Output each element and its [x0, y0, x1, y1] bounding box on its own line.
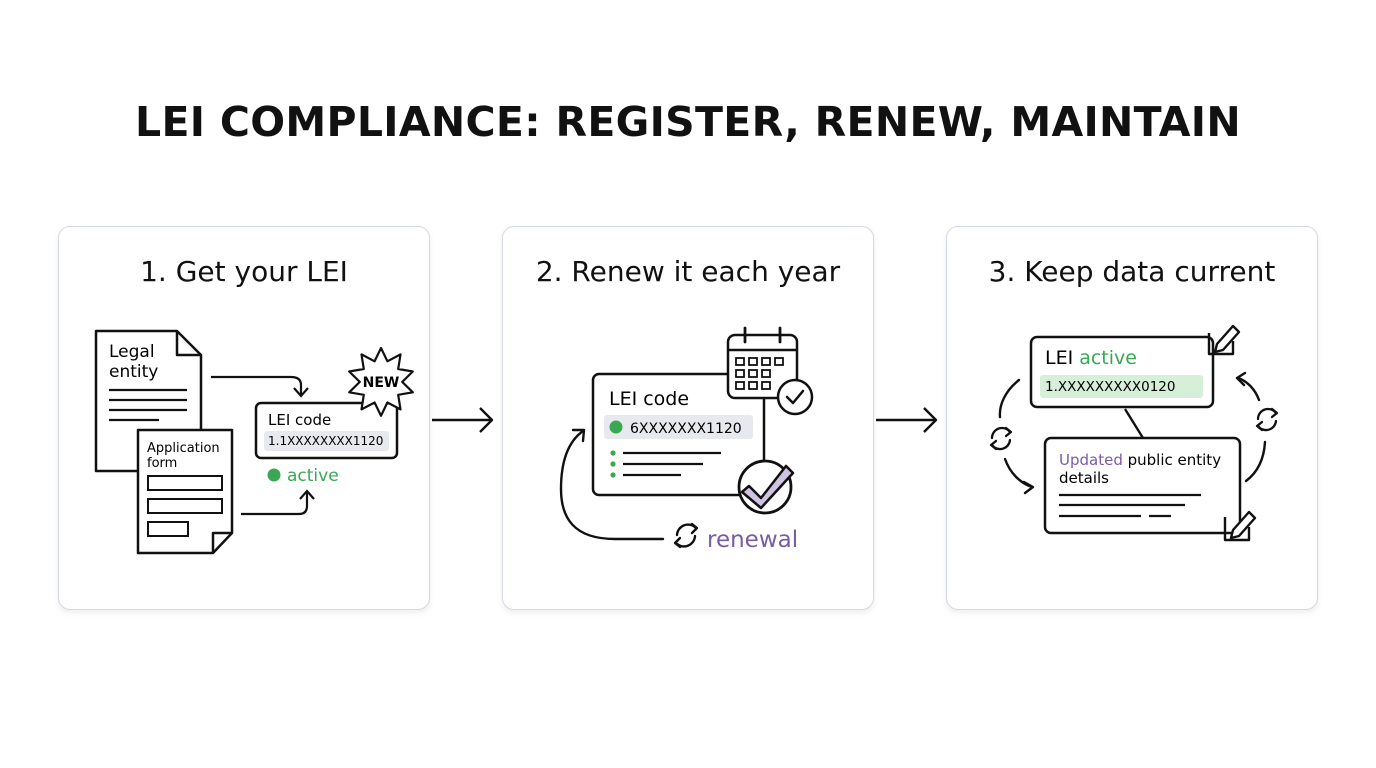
verified-check-icon: [737, 459, 795, 515]
active-status-label: active: [287, 466, 339, 486]
application-form-icon: Application form: [136, 428, 234, 555]
step-1-card: 1. Get your LEI Legal entity Application…: [58, 226, 430, 610]
page-title: LEI COMPLIANCE: REGISTER, RENEW, MAINTAI…: [135, 98, 1241, 146]
new-badge: NEW: [348, 346, 414, 417]
new-badge-label: NEW: [363, 375, 400, 391]
lei-code-label: LEI code: [609, 388, 689, 410]
step-3-card: 3. Keep data current LEI active 1.XXXXXXX…: [946, 226, 1318, 610]
step-3-title: 3. Keep data current: [988, 255, 1276, 288]
lei-active-heading: LEI active: [1045, 347, 1137, 369]
calendar-check-icon: [776, 378, 814, 416]
cycle-arrow-left-top: [998, 378, 1021, 419]
application-form-label-line2: form: [147, 456, 177, 471]
step-2-illustration: LEI code 6XXXXXXX1120: [559, 326, 814, 553]
lei-code-value: 1.1XXXXXXXX1120: [268, 434, 383, 448]
legal-entity-label-line1: Legal: [109, 342, 155, 362]
lei-code-card: LEI code 6XXXXXXX1120: [591, 372, 766, 497]
connector-arrow-bottom: [241, 492, 309, 516]
lei-active-status: active: [1079, 347, 1137, 369]
lei-active-card: LEI active 1.XXXXXXXXX0120: [1029, 335, 1215, 409]
renewal-loop-arrow: [559, 429, 665, 541]
updated-word: Updated: [1059, 451, 1123, 469]
flow-arrow-2-to-3: [876, 407, 938, 433]
step-1-illustration: Legal entity Application form LEI code: [94, 329, 414, 555]
cycle-arrow-left-bottom: [1003, 457, 1034, 489]
refresh-icon-right: [1255, 407, 1279, 432]
refresh-icon-left: [989, 426, 1013, 451]
cycle-arrow-right-bottom: [1244, 440, 1267, 483]
active-status-dot: [267, 468, 281, 482]
edit-icon-bottom: [1223, 510, 1257, 542]
card-connector: [1123, 408, 1145, 439]
updated-rest: public entity: [1123, 451, 1221, 469]
cycle-arrow-right-top: [1236, 376, 1261, 402]
status-dot: [609, 420, 623, 434]
lei-code-value: 1.XXXXXXXXX0120: [1045, 379, 1175, 395]
renewal-label: renewal: [707, 527, 798, 553]
legal-entity-label-line2: entity: [109, 362, 158, 382]
lei-label: LEI: [1045, 347, 1073, 369]
updated-details-heading: Updated public entity: [1059, 451, 1221, 469]
connector-arrow-top: [211, 375, 303, 395]
edit-icon-top: [1207, 324, 1241, 356]
lei-code-label: LEI code: [268, 411, 331, 429]
refresh-icon: [673, 522, 699, 549]
step-2-title: 2. Renew it each year: [535, 255, 841, 288]
step-1-title: 1. Get your LEI: [140, 255, 348, 288]
updated-details-card: Updated public entity details: [1043, 436, 1242, 535]
step-2-card: 2. Renew it each year LEI code 6XXXXXXX1…: [502, 226, 874, 610]
flow-arrow-1-to-2: [432, 407, 494, 433]
updated-details-line2: details: [1059, 469, 1109, 487]
lei-code-value: 6XXXXXXX1120: [630, 421, 742, 437]
application-form-label-line1: Application: [147, 441, 220, 456]
lei-code-card: LEI code 1.1XXXXXXXX1120: [254, 401, 399, 460]
calendar-icon: [726, 326, 814, 416]
step-3-illustration: LEI active 1.XXXXXXXXX0120 Updated public…: [989, 324, 1279, 542]
